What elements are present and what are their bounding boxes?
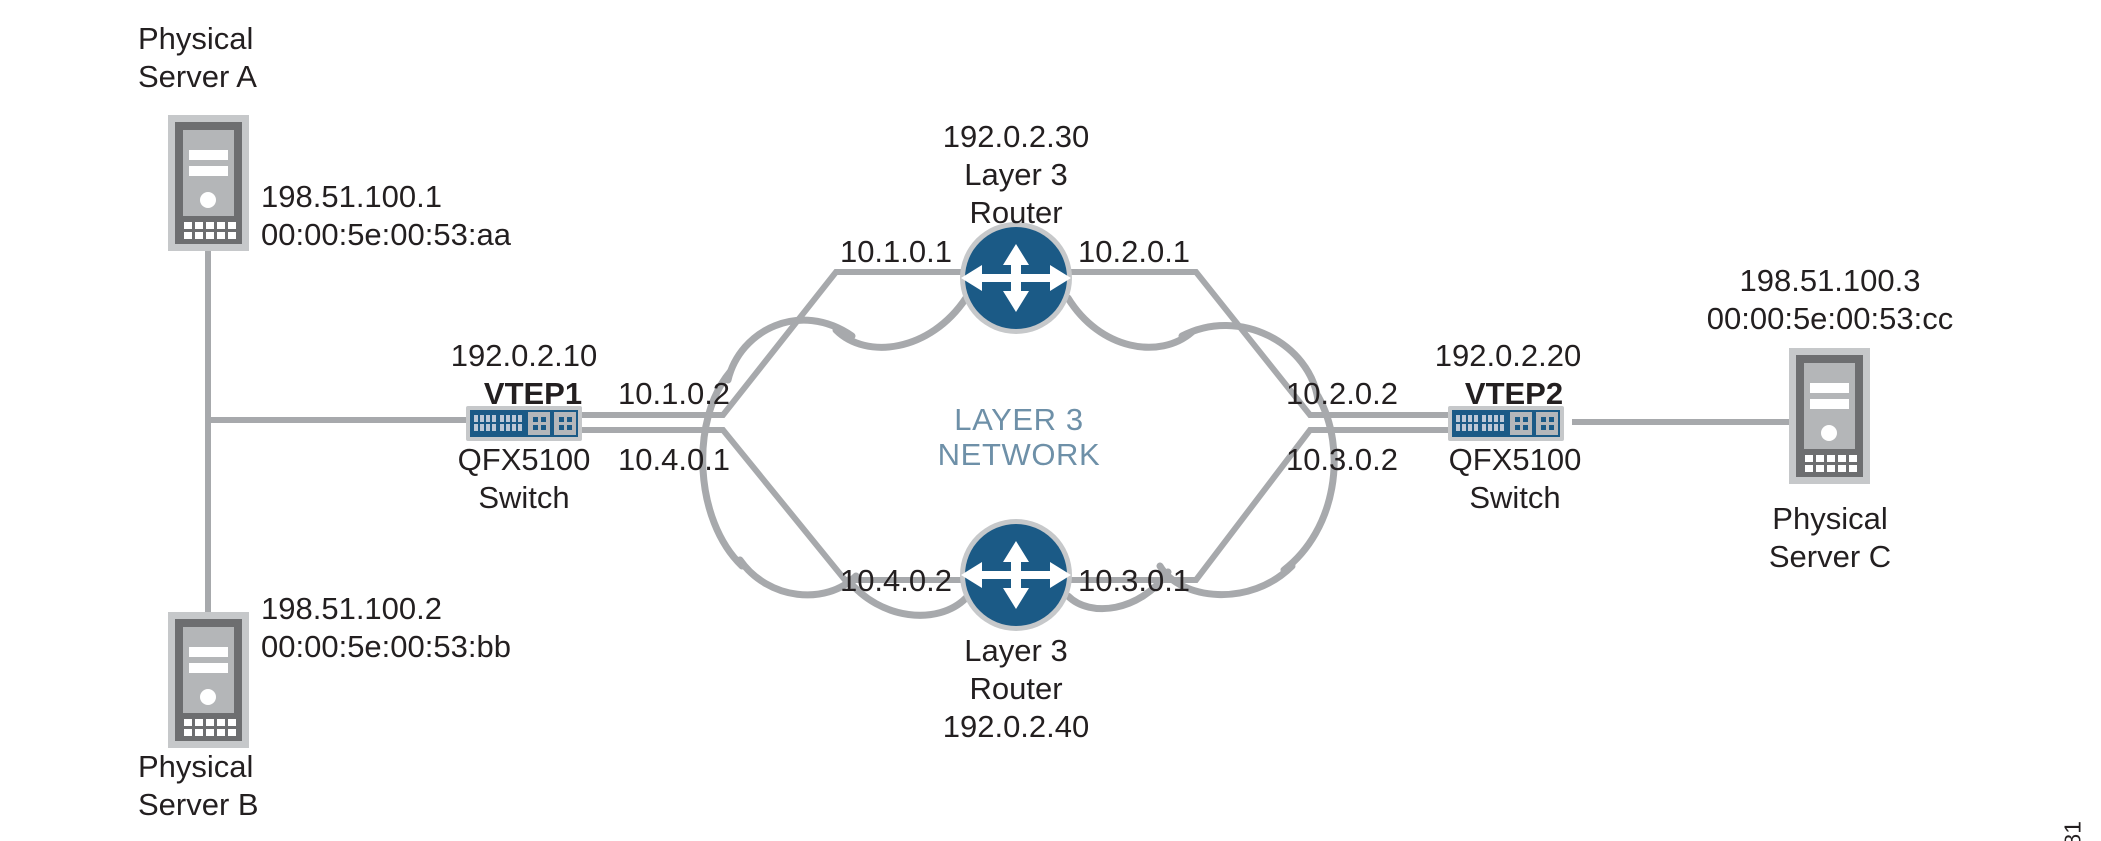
vtep2-switch-icon[interactable] [1448, 406, 1564, 441]
router-top-name-line2: Router [969, 195, 1063, 230]
router-top-iface-left: 10.1.0.1 [839, 234, 952, 269]
link-vtep1-to-router-bottom [580, 427, 965, 583]
cloud-label-line2: NETWORK [937, 437, 1101, 472]
server-a-mac: 00:00:5e:00:53:aa [261, 217, 511, 252]
vtep2-loopback: 192.0.2.20 [1434, 338, 1582, 373]
server-b-ip: 198.51.100.2 [261, 591, 443, 626]
server-a-ip: 198.51.100.1 [261, 179, 443, 214]
server-a-icon[interactable] [168, 115, 249, 251]
router-bottom-name-line1: Layer 3 [964, 633, 1068, 668]
server-b-mac: 00:00:5e:00:53:bb [261, 629, 511, 664]
cloud-arc-tr2 [1178, 322, 1322, 404]
figure-id-watermark: g043481 [2060, 821, 2087, 841]
cloud-arc-bl2 [844, 576, 970, 619]
router-bottom-loopback: 192.0.2.40 [942, 709, 1090, 744]
vtep1-iface-upper: 10.1.0.2 [618, 376, 731, 411]
cloud-arc-tr [1064, 294, 1196, 351]
server-b-icon[interactable] [168, 612, 249, 748]
cloud-arc-bl [736, 556, 860, 599]
vtep1-iface-lower: 10.4.0.1 [618, 442, 731, 477]
router-top-name-line1: Layer 3 [964, 157, 1068, 192]
cloud-arc-br2 [1064, 568, 1172, 612]
server-b-name-line1: Physical [138, 749, 254, 784]
server-a-name-line1: Physical [138, 21, 254, 56]
server-c-mac: 00:00:5e:00:53:cc [1706, 301, 1954, 336]
server-b-name-line2: Server B [138, 787, 259, 822]
server-c-ip: 198.51.100.3 [1739, 263, 1921, 298]
router-top-iface-right: 10.2.0.1 [1078, 234, 1191, 269]
layer3-network-cloud [699, 294, 1338, 619]
vtep1-model-line1: QFX5100 [457, 442, 591, 477]
link-layer [205, 250, 1790, 612]
router-bottom-iface-left: 10.4.0.2 [839, 563, 952, 598]
cloud-arc-br [1156, 562, 1296, 598]
router-top-icon[interactable] [960, 222, 1072, 334]
server-c-name-line1: Physical [1772, 501, 1888, 536]
vtep2-model-line2: Switch [1469, 480, 1561, 515]
router-top-loopback: 192.0.2.30 [942, 119, 1090, 154]
cloud-label-line1: LAYER 3 [954, 402, 1084, 437]
vtep1-loopback: 192.0.2.10 [450, 338, 598, 373]
vtep2-model-line1: QFX5100 [1448, 442, 1582, 477]
cloud-arc-tl2 [724, 316, 856, 384]
vtep2-name: VTEP2 [1464, 376, 1564, 411]
vtep2-iface-upper: 10.2.0.2 [1285, 376, 1398, 411]
vtep2-iface-lower: 10.3.0.2 [1285, 442, 1398, 477]
cloud-arc-left [699, 368, 746, 570]
link-router-top-to-vtep2 [1069, 269, 1450, 418]
cloud-arc-right [1280, 392, 1338, 574]
link-router-bottom-to-vtep2 [1069, 427, 1450, 583]
vtep1-name: VTEP1 [483, 376, 583, 411]
server-c-name-line2: Server C [1768, 539, 1892, 574]
cloud-arc-tl [832, 294, 970, 351]
server-c-icon[interactable] [1789, 348, 1870, 484]
server-a-name-line2: Server A [138, 59, 257, 94]
link-vtep1-to-router-top [580, 269, 965, 418]
vtep1-switch-icon[interactable] [466, 406, 582, 441]
router-bottom-icon[interactable] [960, 519, 1072, 631]
router-bottom-iface-right: 10.3.0.1 [1078, 563, 1191, 598]
router-bottom-name-line2: Router [969, 671, 1063, 706]
vtep1-model-line2: Switch [478, 480, 570, 515]
